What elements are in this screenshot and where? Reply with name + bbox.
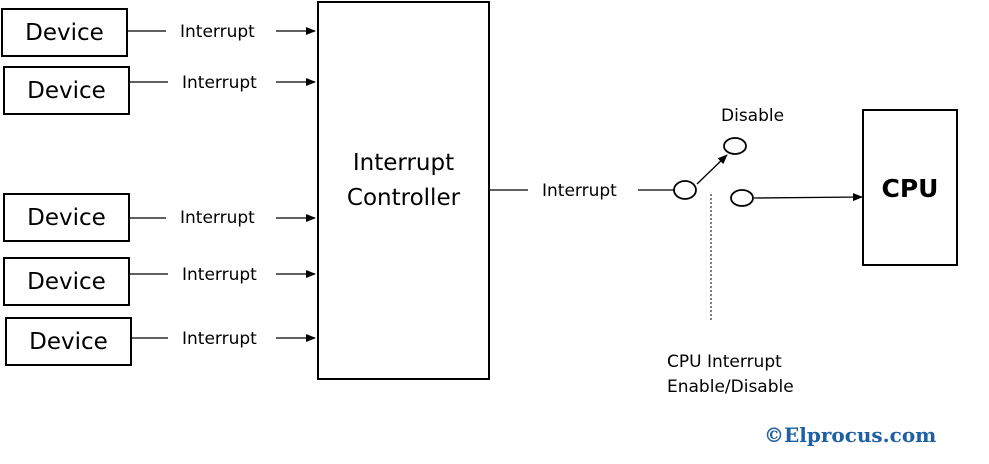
watermark: ©Elprocus.com [764, 423, 937, 447]
device-2-interrupt-label: Interrupt [182, 73, 257, 93]
device-5-interrupt-label: Interrupt [182, 329, 257, 349]
controller-title-line2: Controller [346, 184, 461, 211]
controller-title: Interrupt Controller [347, 146, 460, 216]
device-1-interrupt-label: Interrupt [180, 22, 255, 42]
disable-label: Disable [721, 106, 785, 126]
interrupt-controller-box: Interrupt Controller [317, 1, 490, 380]
device-3-interrupt-label: Interrupt [180, 208, 255, 228]
device-box-5: Device [5, 317, 132, 366]
switch-disable-contact [723, 137, 747, 155]
switch-lever [696, 154, 728, 185]
controller-output-label: Interrupt [542, 181, 617, 201]
switch-enable-contact [730, 189, 754, 207]
device-label: Device [27, 77, 106, 104]
device-box-4: Device [3, 257, 130, 306]
switch-common-contact [673, 180, 697, 200]
device-box-3: Device [3, 193, 130, 242]
switch-caption-line1: CPU Interrupt [667, 352, 782, 372]
device-label: Device [25, 19, 104, 46]
cpu-input-arrow [753, 193, 863, 202]
cpu-label: CPU [881, 174, 939, 203]
device-label: Device [29, 328, 108, 355]
switch-caption-line2: Enable/Disable [667, 377, 794, 397]
device-label: Device [27, 204, 106, 231]
device-box-2: Device [3, 66, 130, 115]
controller-title-line1: Interrupt [352, 149, 455, 176]
device-label: Device [27, 268, 106, 295]
cpu-box: CPU [862, 109, 958, 266]
device-box-1: Device [1, 8, 128, 57]
device-4-interrupt-label: Interrupt [182, 265, 257, 285]
switch-caption: CPU Interrupt Enable/Disable [667, 350, 794, 400]
